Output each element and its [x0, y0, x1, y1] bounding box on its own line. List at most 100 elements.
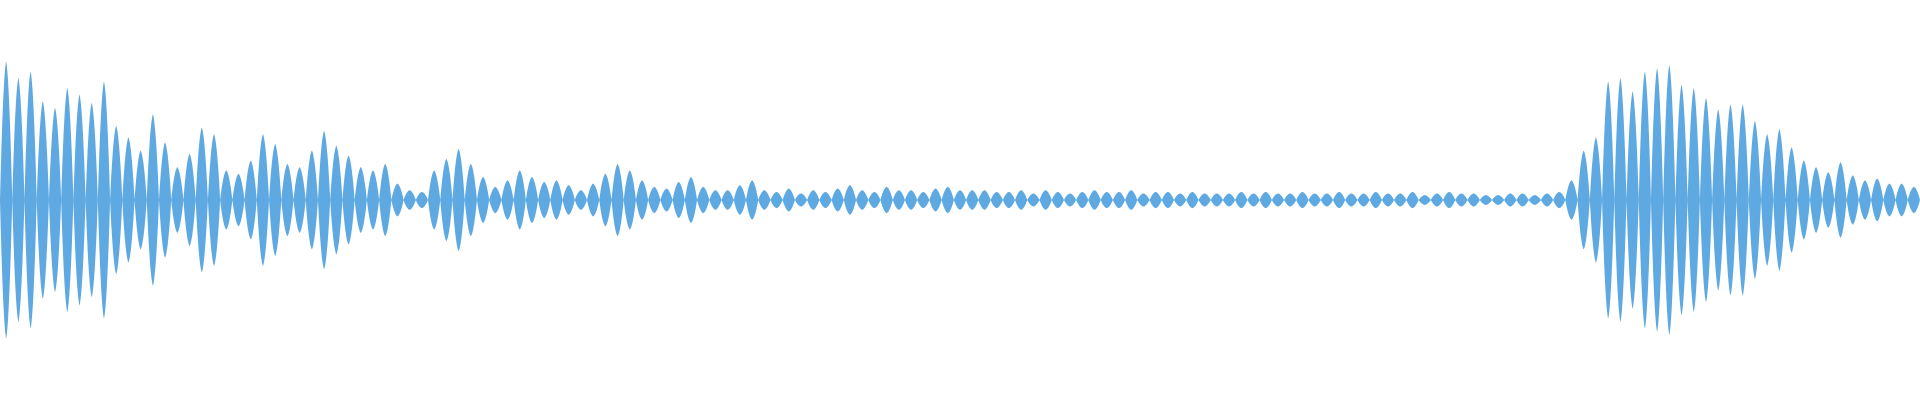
- waveform-burst: [85, 102, 98, 298]
- waveform-burst: [1198, 193, 1211, 207]
- waveform-burst: [146, 114, 159, 286]
- waveform-burst: [648, 186, 661, 214]
- waveform-burst: [550, 180, 563, 220]
- waveform-burst: [1602, 81, 1615, 319]
- waveform-burst: [1712, 109, 1725, 291]
- waveform-burst: [489, 186, 502, 214]
- waveform-burst: [1589, 137, 1603, 263]
- waveform-burst: [599, 173, 612, 227]
- waveform-burst: [36, 101, 49, 299]
- waveform-burst: [978, 190, 991, 210]
- waveform-burst: [1614, 77, 1627, 323]
- waveform-burst: [1063, 193, 1077, 207]
- waveform-burst: [782, 188, 795, 212]
- waveform-burst: [1663, 64, 1676, 336]
- waveform-burst: [1516, 193, 1529, 207]
- waveform-burst: [195, 127, 208, 273]
- waveform-burst: [758, 190, 771, 210]
- waveform-burst: [1883, 183, 1896, 217]
- waveform-burst: [1394, 193, 1407, 207]
- waveform-burst: [1210, 193, 1223, 207]
- waveform-burst: [941, 186, 954, 214]
- waveform-burst: [1797, 160, 1810, 240]
- waveform-burst: [1528, 195, 1541, 205]
- waveform-burst: [476, 176, 490, 224]
- waveform-burst: [1761, 134, 1774, 266]
- waveform-burst: [1491, 195, 1505, 205]
- waveform-burst: [721, 190, 734, 210]
- waveform-burst: [1125, 190, 1138, 210]
- waveform-burst: [1015, 190, 1028, 210]
- waveform-burst: [1039, 190, 1052, 210]
- waveform-burst: [366, 170, 380, 230]
- waveform-burst: [269, 143, 282, 257]
- waveform-burst: [1100, 191, 1113, 209]
- waveform-burst: [501, 180, 514, 220]
- waveform-burst: [122, 137, 135, 263]
- waveform-burst: [611, 163, 624, 237]
- waveform-burst: [672, 181, 685, 219]
- waveform-burst: [1687, 87, 1700, 313]
- waveform-burst: [244, 160, 257, 240]
- waveform-burst: [745, 180, 759, 220]
- waveform-burst: [391, 183, 404, 217]
- waveform-burst: [1222, 193, 1236, 207]
- waveform-burst: [1553, 191, 1566, 209]
- waveform-burst: [1822, 171, 1835, 229]
- waveform-burst: [12, 77, 25, 323]
- waveform-burst: [1259, 191, 1272, 209]
- waveform-burst: [1161, 191, 1175, 209]
- waveform-burst: [1907, 186, 1920, 214]
- waveform-burst: [892, 190, 905, 210]
- waveform-burst: [1467, 193, 1480, 207]
- waveform-burst: [464, 163, 477, 237]
- waveform-burst: [1455, 193, 1468, 207]
- waveform-burst: [1320, 193, 1333, 207]
- waveform-burst: [428, 170, 441, 230]
- waveform-burst: [97, 81, 111, 319]
- waveform-burst: [1638, 71, 1651, 329]
- waveform-burst: [110, 125, 123, 275]
- waveform-burst: [990, 191, 1003, 209]
- waveform-burst: [1308, 193, 1321, 207]
- waveform-burst: [1626, 91, 1639, 309]
- waveform-burst: [1895, 183, 1908, 217]
- waveform-burst: [843, 185, 857, 215]
- waveform-burst: [207, 134, 221, 266]
- waveform-burst: [403, 190, 416, 210]
- waveform-burst: [183, 153, 196, 247]
- waveform-burst: [1540, 193, 1554, 207]
- waveform-burst: [342, 155, 355, 245]
- waveform-burst: [1051, 191, 1064, 209]
- waveform-burst: [1406, 191, 1419, 209]
- waveform-burst: [1002, 191, 1016, 209]
- waveform-burst: [1871, 178, 1884, 222]
- waveform-burst: [1112, 191, 1126, 209]
- waveform-burst: [587, 183, 600, 217]
- waveform-burst: [1577, 150, 1590, 250]
- waveform-burst: [684, 176, 698, 224]
- waveform-burst: [831, 188, 844, 212]
- waveform-burst: [562, 185, 575, 215]
- waveform-burst: [917, 191, 930, 209]
- waveform-burst: [1271, 193, 1285, 207]
- waveform-burst: [660, 188, 673, 212]
- waveform-burst: [440, 158, 453, 242]
- waveform-burst: [697, 186, 710, 214]
- waveform-burst: [1369, 191, 1382, 209]
- waveform-burst: [1479, 195, 1492, 205]
- waveform-burst: [1504, 193, 1517, 207]
- waveform-burst: [1186, 191, 1199, 209]
- waveform-burst: [1834, 162, 1847, 238]
- waveform-burst: [1565, 180, 1578, 220]
- waveform-burst: [1785, 147, 1798, 253]
- waveform-burst: [1247, 193, 1260, 207]
- waveform-burst: [354, 167, 367, 233]
- waveform-burst: [1149, 191, 1162, 209]
- waveform-burst: [1724, 104, 1737, 296]
- waveform-burst: [1748, 120, 1762, 280]
- waveform-burst: [305, 150, 318, 250]
- waveform-burst: [1027, 193, 1040, 207]
